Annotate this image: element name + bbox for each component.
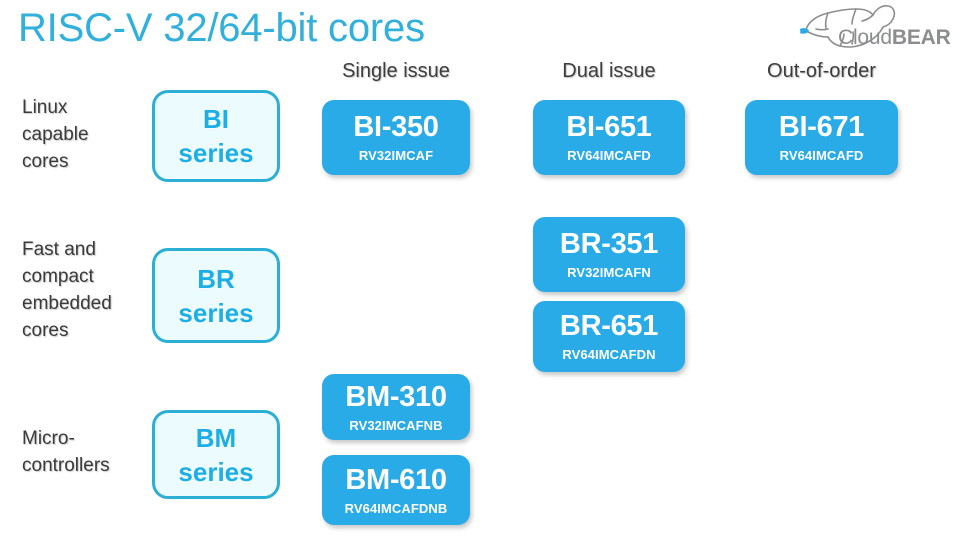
series-box-name: BM bbox=[195, 422, 237, 453]
row-label-line: cores bbox=[22, 320, 69, 341]
core-name: BI-671 bbox=[778, 111, 865, 143]
core-name: BI-350 bbox=[353, 111, 439, 143]
logo-word-bear: BEAR bbox=[891, 26, 951, 49]
core-isa: RV32IMCAF bbox=[358, 148, 434, 163]
logo-word-cloud: Cloud bbox=[838, 26, 892, 49]
core-name: BM-610 bbox=[345, 463, 447, 496]
core-isa: RV64IMCAFDN bbox=[562, 347, 656, 362]
column-header-single-issue: Single issue bbox=[342, 60, 450, 82]
series-box-name: BR bbox=[197, 263, 235, 294]
logo-wordmark: CloudBEAR bbox=[838, 26, 951, 50]
core-card-br-651[interactable]: BR-651 RV64IMCAFDN bbox=[533, 301, 685, 372]
core-name: BM-310 bbox=[345, 380, 447, 413]
row-label-line: compact bbox=[22, 266, 94, 287]
row-label-line: Linux bbox=[22, 97, 68, 118]
series-box-name: BI bbox=[203, 104, 229, 134]
row-label-line: Micro- bbox=[22, 428, 75, 449]
row-label-line: capable bbox=[22, 124, 89, 145]
core-name: BI-651 bbox=[566, 111, 652, 143]
core-card-bm-610[interactable]: BM-610 RV64IMCAFDNB bbox=[322, 455, 470, 525]
series-box-br[interactable]: BR series bbox=[152, 248, 280, 343]
bear-head-icon bbox=[800, 5, 896, 48]
core-name: BR-351 bbox=[559, 228, 659, 260]
row-label-microcontrollers: Micro- controllers bbox=[22, 425, 154, 479]
core-isa: RV64IMCAFDNB bbox=[344, 500, 448, 516]
cloudbear-logo: CloudBEAR bbox=[790, 0, 960, 52]
series-box-bi[interactable]: BI series bbox=[152, 90, 280, 182]
page-title: RISC-V 32/64-bit cores bbox=[18, 6, 425, 50]
core-card-br-351[interactable]: BR-351 RV32IMCAFN bbox=[533, 217, 685, 292]
series-box-bm[interactable]: BM series bbox=[152, 410, 280, 499]
core-card-bi-671[interactable]: BI-671 RV64IMCAFD bbox=[745, 100, 898, 175]
row-label-line: cores bbox=[22, 151, 69, 172]
core-name: BR-651 bbox=[559, 310, 659, 342]
series-box-word: series bbox=[178, 138, 254, 168]
column-header-out-of-order: Out-of-order bbox=[767, 60, 876, 82]
core-card-bi-350[interactable]: BI-350 RV32IMCAF bbox=[322, 100, 470, 175]
column-header-dual-issue: Dual issue bbox=[562, 60, 656, 82]
core-isa: RV32IMCAFNB bbox=[349, 417, 443, 433]
row-label-line: Fast and bbox=[22, 239, 96, 260]
row-label-fast-compact-embedded-cores: Fast and compact embedded cores bbox=[22, 236, 154, 344]
core-card-bm-310[interactable]: BM-310 RV32IMCAFNB bbox=[322, 374, 470, 440]
core-isa: RV64IMCAFD bbox=[779, 148, 864, 163]
bear-nose bbox=[800, 28, 809, 34]
core-card-bi-651[interactable]: BI-651 RV64IMCAFD bbox=[533, 100, 685, 175]
core-isa: RV64IMCAFD bbox=[567, 148, 651, 163]
row-label-line: controllers bbox=[22, 455, 110, 476]
core-isa: RV32IMCAFN bbox=[567, 265, 651, 280]
row-label-line: embedded bbox=[22, 293, 112, 314]
series-box-word: series bbox=[178, 456, 254, 487]
row-label-linux-capable-cores: Linux capable cores bbox=[22, 94, 142, 175]
series-box-word: series bbox=[178, 297, 254, 328]
